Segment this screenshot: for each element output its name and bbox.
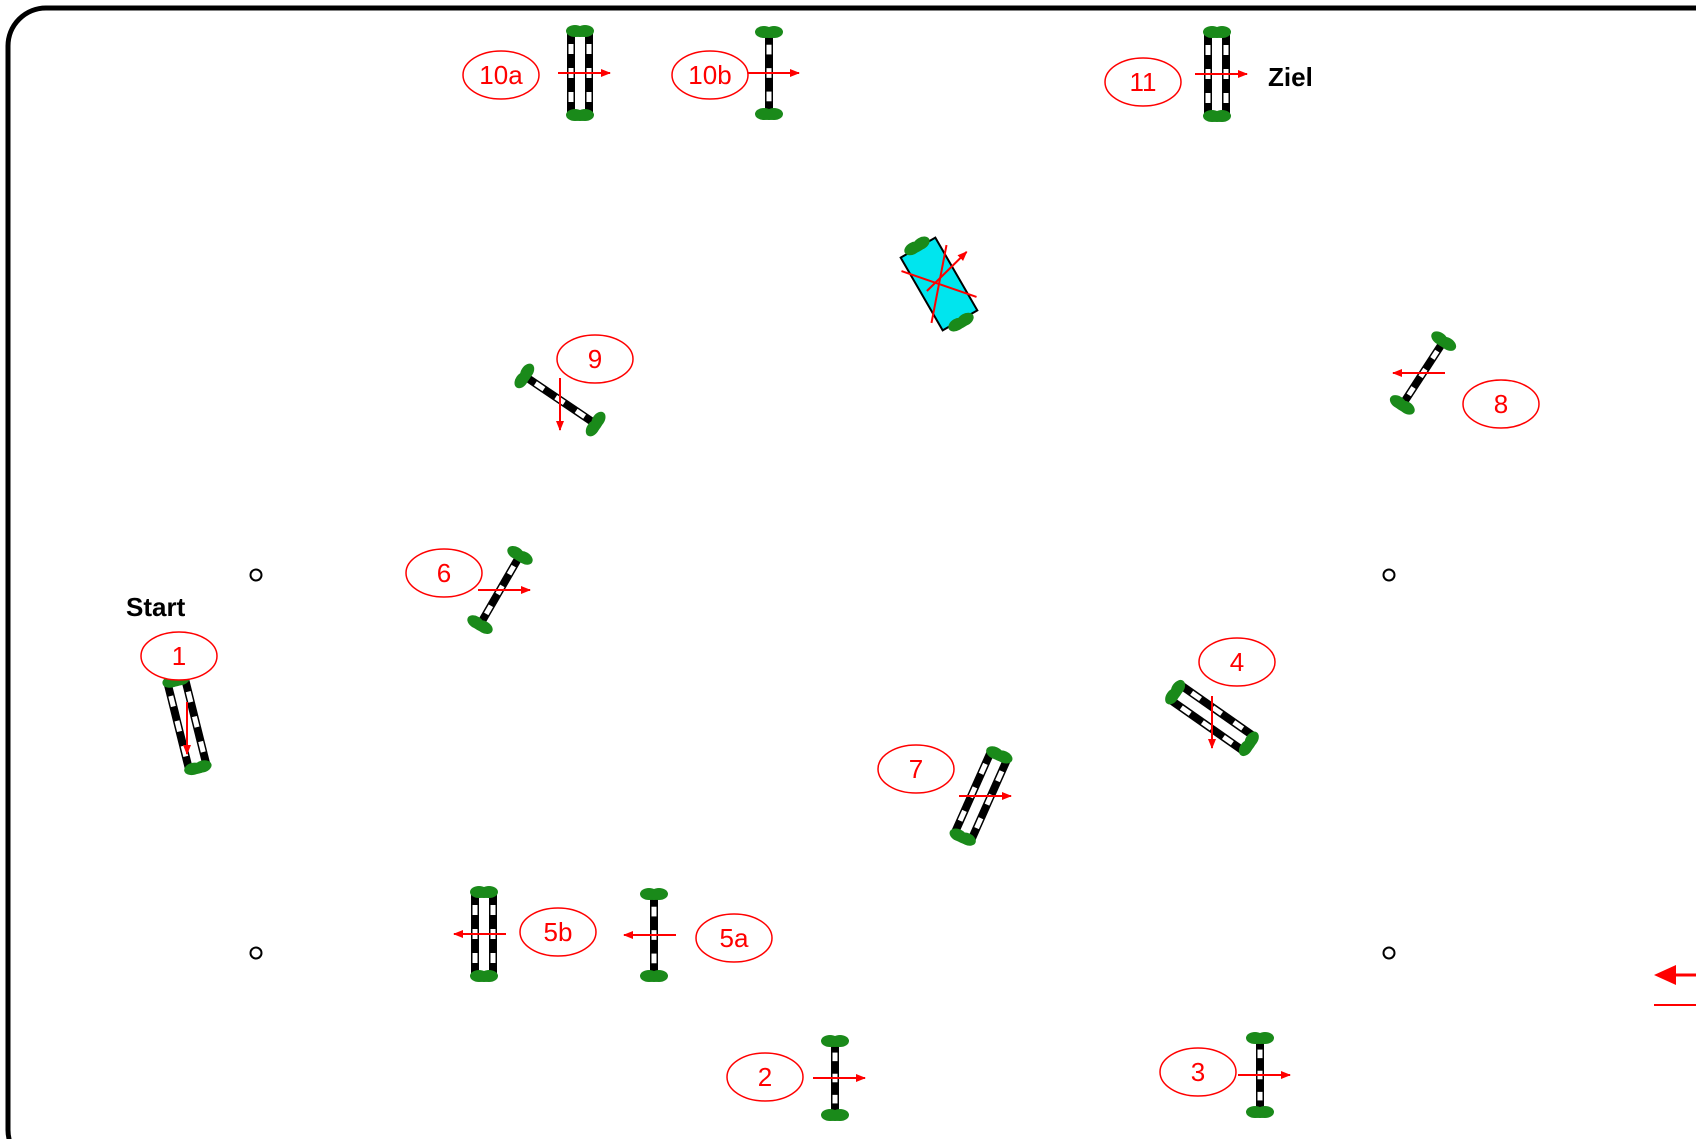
svg-text:10b: 10b xyxy=(688,60,731,90)
obstacle-number-2: 2 xyxy=(726,1052,804,1102)
direction-arrow-icon xyxy=(959,792,1013,801)
start-label: Start xyxy=(126,592,186,622)
svg-text:8: 8 xyxy=(1494,389,1508,419)
oxer-fence-10a xyxy=(558,25,611,121)
vertical-fence-10b xyxy=(747,26,800,120)
vertical-fence-5a xyxy=(623,888,676,982)
finish-label: Ziel xyxy=(1268,62,1313,92)
svg-text:10a: 10a xyxy=(479,60,523,90)
arena-marker xyxy=(249,568,263,582)
obstacle-number-6: 6 xyxy=(405,548,483,598)
arena-marker xyxy=(1382,568,1396,582)
svg-text:4: 4 xyxy=(1230,647,1244,677)
arena-marker xyxy=(249,946,263,960)
vertical-fence-2 xyxy=(813,1035,866,1121)
arena-marker xyxy=(1382,946,1396,960)
direction-arrow-icon xyxy=(556,377,565,431)
svg-text:9: 9 xyxy=(588,344,602,374)
oxer-fence-11 xyxy=(1195,26,1248,122)
vertical-fence-6 xyxy=(467,545,533,635)
oxer-fence-4 xyxy=(1165,679,1259,757)
arena-border xyxy=(5,5,1696,1139)
direction-arrow-icon xyxy=(1392,368,1445,377)
direction-arrow-icon xyxy=(183,701,192,755)
obstacle-number-10b: 10b xyxy=(671,50,749,100)
vertical-fence-3 xyxy=(1238,1032,1291,1118)
svg-text:2: 2 xyxy=(758,1062,772,1092)
obstacle-number-11: 11 xyxy=(1104,57,1182,107)
direction-arrow-icon xyxy=(477,586,532,595)
svg-text:3: 3 xyxy=(1191,1057,1205,1087)
svg-text:11: 11 xyxy=(1130,67,1157,97)
svg-text:7: 7 xyxy=(909,754,923,784)
vertical-fence-9 xyxy=(514,363,606,437)
svg-text:5b: 5b xyxy=(544,917,573,947)
svg-text:5a: 5a xyxy=(720,923,749,953)
obstacle-number-10a: 10a xyxy=(462,50,540,100)
obstacle-number-9: 9 xyxy=(556,334,634,384)
obstacle-number-7: 7 xyxy=(877,744,955,794)
obstacle-number-8: 8 xyxy=(1462,379,1540,429)
direction-arrow-icon xyxy=(926,251,968,292)
oxer-fence-1 xyxy=(162,672,212,776)
obstacle-number-1: 1 xyxy=(140,631,218,681)
svg-text:6: 6 xyxy=(437,558,451,588)
water-jump xyxy=(899,236,979,332)
edge-arrow-icon xyxy=(1654,965,1696,1006)
obstacle-number-4: 4 xyxy=(1198,637,1276,687)
direction-arrow-icon xyxy=(1207,695,1216,750)
vertical-fence-8 xyxy=(1389,331,1457,415)
obstacle-number-5b: 5b xyxy=(519,907,597,957)
obstacle-number-3: 3 xyxy=(1159,1047,1237,1097)
svg-text:1: 1 xyxy=(172,641,186,671)
oxer-fence-5b xyxy=(453,886,506,982)
oxer-fence-7 xyxy=(949,746,1013,846)
obstacle-number-5a: 5a xyxy=(695,913,773,963)
